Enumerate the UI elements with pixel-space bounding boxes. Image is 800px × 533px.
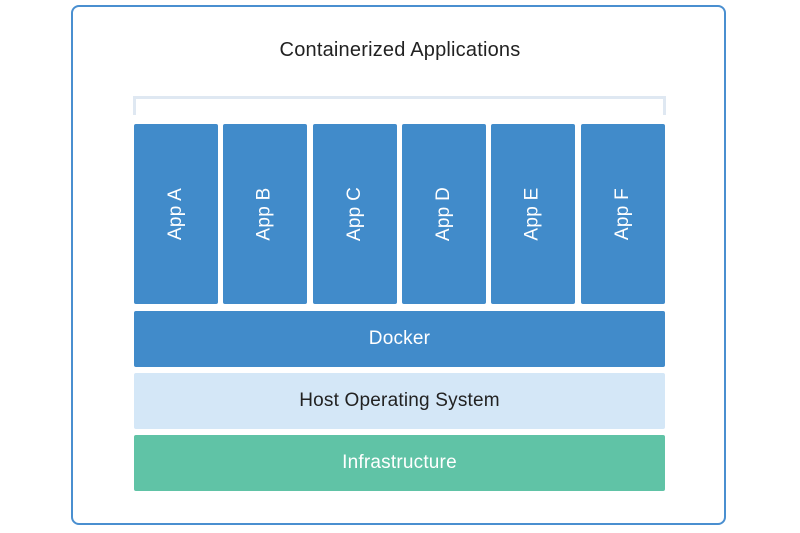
app-block-d: App D	[402, 124, 486, 304]
docker-label: Docker	[368, 328, 431, 349]
app-label: App B	[253, 187, 275, 241]
app-label: App D	[433, 186, 454, 242]
app-block-a: App A	[134, 124, 218, 304]
app-block-e: App E	[491, 124, 575, 304]
host-os-label: Host Operating System	[299, 390, 500, 411]
infrastructure-label: Infrastructure	[342, 452, 457, 473]
diagram-title: Containerized Applications	[279, 39, 521, 61]
app-label: App A	[165, 187, 186, 241]
app-label: App E	[521, 187, 543, 241]
apps-bracket	[133, 96, 666, 115]
app-label: App F	[611, 187, 633, 241]
app-label: App C	[344, 186, 365, 242]
app-block-c: App C	[313, 124, 397, 304]
app-block-b: App B	[223, 124, 307, 304]
apps-row: App A App B App C App D App E App F	[134, 124, 665, 304]
infrastructure-layer: Infrastructure	[134, 435, 665, 491]
app-block-f: App F	[581, 124, 665, 304]
docker-layer: Docker	[134, 311, 665, 367]
host-os-layer: Host Operating System	[134, 373, 665, 429]
